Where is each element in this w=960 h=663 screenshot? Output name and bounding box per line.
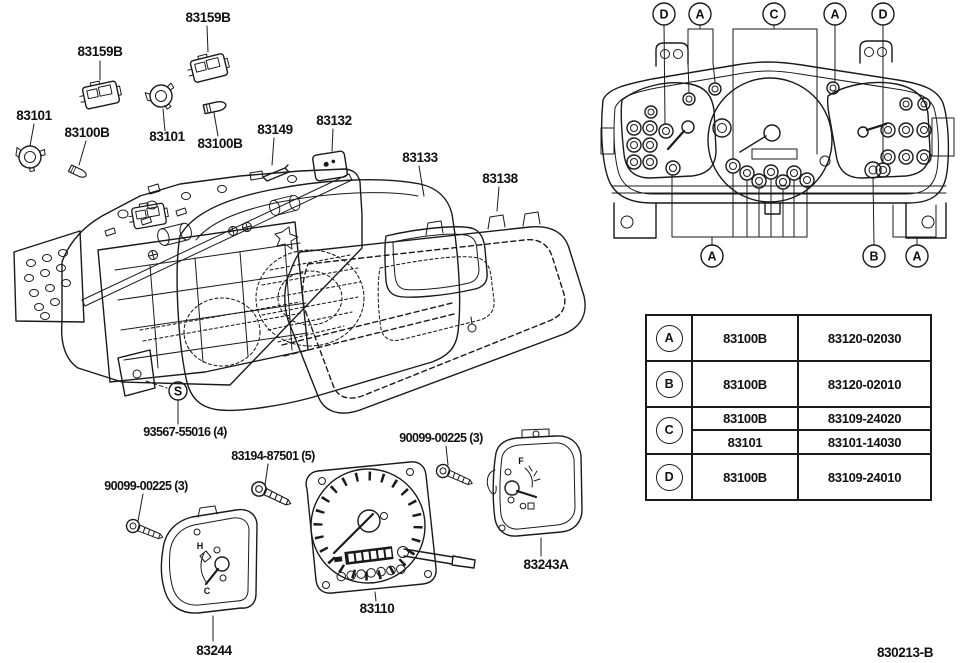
table-letter-cell: B — [645, 360, 693, 408]
callout-letter: D — [659, 8, 668, 22]
callout-bottom: A B A — [700, 244, 929, 268]
table-part-number: 83109-24010 — [797, 453, 932, 501]
bulb-83100b-left — [67, 164, 89, 180]
table-letter-c: C — [655, 417, 683, 444]
trip-reset-stem — [397, 546, 476, 569]
part-label-83101-left: 83101 — [16, 108, 52, 123]
leader-lines — [29, 25, 500, 212]
screw-90099-left — [124, 517, 166, 540]
connector-83159b-upper — [184, 48, 232, 85]
callout-letter: B — [869, 250, 878, 264]
part-label-83110: 83110 — [359, 601, 395, 616]
frame-panel — [60, 168, 363, 397]
connector-83159b-mid — [76, 76, 124, 111]
table-part-code: 83100B — [691, 360, 799, 408]
table-part-code: 83100B — [691, 453, 799, 501]
callout-letter: A — [830, 8, 839, 22]
part-label-83138: 83138 — [482, 171, 518, 186]
socket-83101-left — [11, 141, 48, 175]
speedometer-83110 — [305, 461, 476, 602]
connector-block-inner — [126, 198, 171, 231]
temp-h-mark: H — [197, 541, 204, 551]
table-part-code: 83100B — [691, 314, 799, 362]
cluster-rear-view: D A C A D A B A — [600, 2, 955, 268]
fuel-gauge-83243a: F — [486, 428, 583, 557]
part-label-83149: 83149 — [257, 122, 293, 137]
callout-letter: D — [878, 8, 887, 22]
table-letter-d: D — [655, 463, 683, 491]
table-part-number: 83109-24020 — [797, 406, 932, 431]
callout-letter: A — [912, 250, 921, 264]
callout-leaders — [663, 24, 937, 246]
callout-letter: A — [695, 8, 704, 22]
plate-83149-part — [262, 164, 290, 182]
part-label-83243a: 83243A — [523, 557, 569, 572]
bulb-83100b-mid — [202, 99, 228, 115]
screw-83194 — [249, 479, 295, 507]
part-label-83159b-mid: 83159B — [77, 44, 123, 59]
lens-83138 — [281, 211, 586, 414]
part-label-83194: 83194-87501 (5) — [231, 449, 315, 463]
table-letter-cell: C — [645, 406, 693, 455]
table-part-number: 83120-02030 — [797, 314, 932, 362]
case-grid — [97, 220, 309, 383]
temp-c-mark: C — [204, 586, 211, 596]
exploded-view: S — [11, 25, 586, 425]
dial-window — [384, 226, 488, 298]
part-label-83159b-upper: 83159B — [185, 10, 231, 25]
temp-gauge-83244: H C — [160, 505, 258, 642]
part-label-83100b-mid: 83100B — [197, 136, 243, 151]
trip-counter — [336, 564, 406, 582]
fuel-f-mark: F — [518, 456, 524, 466]
table-part-code: 83100B — [691, 406, 799, 431]
s-symbol-text: S — [174, 385, 182, 399]
bulb-holder-cylinder — [267, 193, 302, 217]
part-label-90099-left: 90099-00225 (3) — [104, 479, 188, 493]
parts-table: A 83100B 83120-02030 B 83100B 83120-0201… — [645, 314, 932, 501]
drawing-number: 830213-B — [876, 645, 934, 660]
s-screw-symbol: S — [168, 381, 188, 425]
part-label-83244: 83244 — [196, 643, 232, 658]
screw-leader-lines — [137, 445, 449, 522]
callout-letter: A — [707, 250, 716, 264]
part-label-83132: 83132 — [316, 113, 352, 128]
part-label-83133: 83133 — [402, 150, 438, 165]
odometer — [333, 546, 406, 582]
socket-83101-mid — [143, 82, 178, 114]
part-label-83100b-left: 83100B — [64, 125, 110, 140]
table-part-number: 83120-02010 — [797, 360, 932, 408]
part-label-93567: 93567-55016 (4) — [143, 425, 227, 439]
table-letter-b: B — [655, 370, 683, 398]
screw-90099-right — [434, 462, 476, 486]
back-plate — [13, 230, 85, 323]
part-label-90099-right: 90099-00225 (3) — [399, 431, 483, 445]
table-letter-cell: A — [645, 314, 693, 362]
gauge-housing-83133 — [139, 179, 461, 412]
callout-top: D A C A D — [652, 2, 895, 26]
table-letter-a: A — [655, 324, 683, 352]
table-part-number: 83101-14030 — [797, 429, 932, 455]
table-letter-cell: D — [645, 453, 693, 501]
part-label-83101-mid: 83101 — [149, 129, 185, 144]
callout-letter: C — [769, 8, 778, 22]
table-part-code: 83101 — [691, 429, 799, 455]
box-83132-part — [312, 150, 348, 182]
